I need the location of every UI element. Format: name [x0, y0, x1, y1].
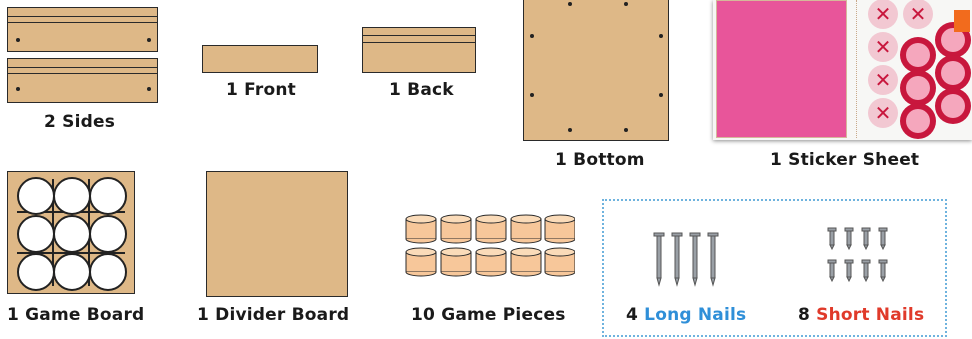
short-nails-name: Short Nails: [816, 305, 924, 325]
bottom-count: 1: [555, 150, 567, 170]
long-nails-count: 4: [626, 305, 638, 325]
game-pieces-group: [405, 214, 575, 278]
heart-sticker-icon: [900, 22, 971, 139]
bottom-piece: [523, 0, 669, 141]
svg-text:✕: ✕: [875, 101, 892, 125]
short-nails-icon: [826, 226, 906, 286]
long-nails-icon: [652, 231, 732, 291]
home-depot-logo-icon: [954, 10, 970, 32]
long-nails-label: 4 Long Nails: [626, 305, 746, 325]
game-board-count: 1: [7, 305, 19, 325]
side-piece-2: [7, 58, 158, 103]
game-pieces-label: 10 Game Pieces: [411, 305, 566, 325]
sticker-sheet: ✕ ✕ ✕ ✕ ✕: [713, 0, 972, 140]
divider-board-count: 1: [197, 305, 209, 325]
sticker-sheet-count: 1: [770, 150, 782, 170]
back-piece: [362, 27, 476, 73]
short-nails-count: 8: [798, 305, 810, 325]
svg-text:✕: ✕: [875, 68, 892, 92]
svg-text:✕: ✕: [875, 2, 892, 26]
game-board-name: Game Board: [25, 305, 144, 325]
svg-text:✕: ✕: [910, 2, 927, 26]
divider-board-piece: [206, 171, 348, 297]
sticker-sheet-label: 1 Sticker Sheet: [770, 150, 919, 170]
sticker-shapes: ✕ ✕ ✕ ✕ ✕: [713, 0, 972, 140]
front-name: Front: [244, 80, 296, 100]
back-label: 1 Back: [389, 80, 454, 100]
nails-box: 4 Long Nails 8 Short Nails: [602, 199, 947, 337]
divider-board-label: 1 Divider Board: [197, 305, 349, 325]
sides-name: Sides: [62, 112, 115, 132]
side-piece-1: [7, 7, 158, 52]
bottom-label: 1 Bottom: [555, 150, 645, 170]
sides-label: 2 Sides: [44, 112, 115, 132]
sticker-sheet-name: Sticker Sheet: [788, 150, 919, 170]
short-nails-label: 8 Short Nails: [798, 305, 924, 325]
front-label: 1 Front: [226, 80, 296, 100]
front-count: 1: [226, 80, 238, 100]
game-pieces-name: Game Pieces: [441, 305, 565, 325]
divider-board-name: Divider Board: [215, 305, 349, 325]
svg-text:✕: ✕: [875, 35, 892, 59]
game-board-piece: [7, 171, 135, 294]
back-name: Back: [407, 80, 454, 100]
game-pieces-count: 10: [411, 305, 435, 325]
game-board-label: 1 Game Board: [7, 305, 144, 325]
long-nails-name: Long Nails: [644, 305, 746, 325]
sides-count: 2: [44, 112, 56, 132]
front-piece: [202, 45, 318, 73]
back-count: 1: [389, 80, 401, 100]
bottom-name: Bottom: [573, 150, 644, 170]
